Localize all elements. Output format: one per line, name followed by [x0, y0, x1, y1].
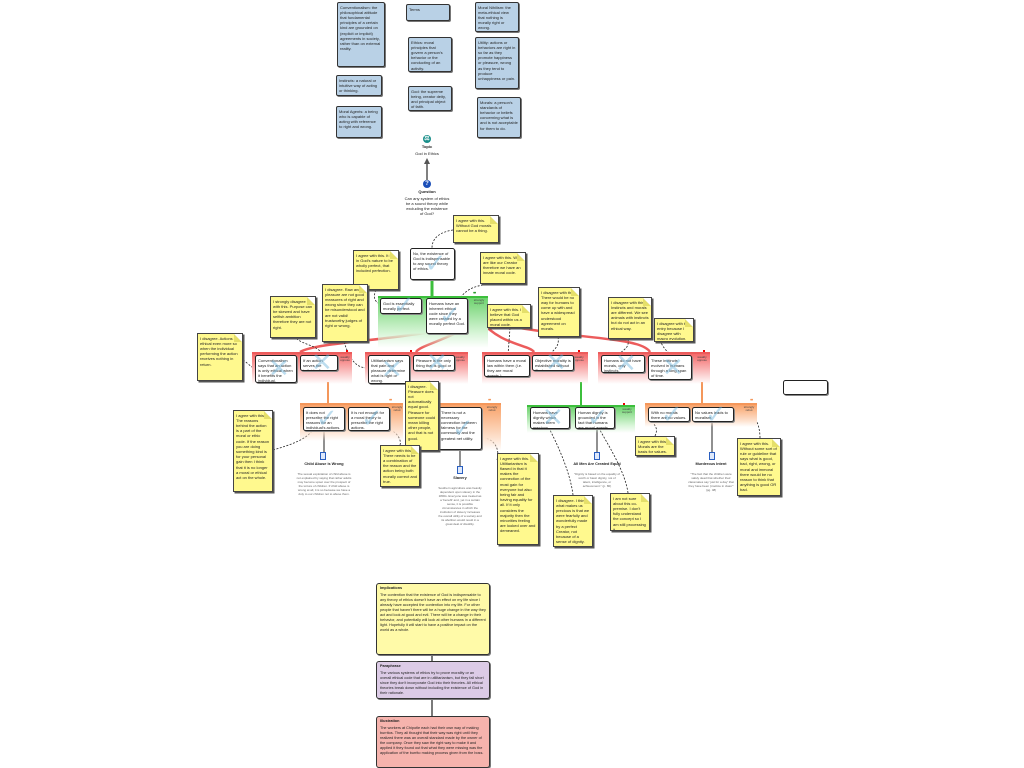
- claim-o2b[interactable]: Pleasure is the only thing that is good …: [413, 355, 455, 371]
- paraphrase-title: Paraphrase: [380, 664, 401, 668]
- claim-o1b[interactable]: If an action serves the individual's pur…: [300, 355, 338, 371]
- claim-p1b[interactable]: It is not enough for a moral theory to p…: [348, 407, 390, 431]
- support-dots-icon: ••: [473, 291, 476, 297]
- comment-note-n9[interactable]: I disagree with this entry because I dis…: [654, 318, 694, 342]
- comment-note-n5[interactable]: I disagree. Raw and pleasure are not goo…: [322, 284, 368, 342]
- group-strength-label: weakly oppose: [574, 355, 584, 363]
- claim-o3b[interactable]: Objective morality is established withou…: [532, 355, 574, 371]
- term-ethics[interactable]: Ethics: moral principles that govern a p…: [408, 37, 452, 72]
- term-terms-header[interactable]: Terms: [406, 4, 450, 21]
- question-label: Question: [418, 189, 436, 194]
- comment-note-n18[interactable]: I agree with this. Without some sort of …: [737, 438, 781, 496]
- evidence-pillar-icon: [709, 452, 715, 460]
- comment-note-n12[interactable]: I agree with this. The reasons behind th…: [233, 410, 273, 492]
- group-strength-label: strongly rebut: [391, 405, 403, 413]
- group-strength-label: strongly support: [473, 298, 485, 306]
- illustration-title: Illustration: [380, 719, 400, 723]
- comment-note-n15[interactable]: I disagree. I think what makes us precio…: [553, 495, 593, 547]
- evidence-text: Southern agriculture was heavily depende…: [438, 486, 482, 526]
- claim-o2a[interactable]: Utilitarianism says that pain and pleasu…: [368, 355, 410, 384]
- term-moral-agent[interactable]: Moral Agents: a being who is capable of …: [336, 106, 382, 138]
- term-conventionalism[interactable]: Conventionalism: the philosophical attit…: [337, 2, 385, 67]
- status-dot: [703, 350, 705, 352]
- claim-o3a[interactable]: Humans have a moral law within them (i.e…: [484, 355, 530, 377]
- illustration-text: The workers at Chipotle each had their o…: [380, 725, 484, 755]
- status-dot: [346, 350, 348, 352]
- term-moral-nihilism[interactable]: Moral Nihilism: the meta-ethical view th…: [475, 2, 519, 32]
- claim-r1b[interactable]: Humans have an inherent ethical code sin…: [426, 298, 468, 334]
- question-mark-icon: ?: [423, 180, 431, 188]
- claim-p3b[interactable]: No values leads to moralism.: [692, 407, 734, 422]
- comment-note-n8[interactable]: I disagree with this. Instincts and mora…: [608, 297, 652, 339]
- claim-o4a[interactable]: Humans do not have morals, only instinct…: [601, 355, 645, 373]
- comment-note-n13[interactable]: I agree with this. There needs to be a c…: [380, 445, 420, 487]
- group-strength-label: weakly oppose: [340, 355, 350, 363]
- term-god[interactable]: God: the supreme being, creator deity, a…: [408, 86, 452, 111]
- claim-p1a[interactable]: It does not prescribe the right reasons …: [303, 407, 345, 431]
- topic-icon: ⚖: [423, 135, 431, 143]
- empty-claim-box[interactable]: [783, 380, 828, 395]
- evidence-text: "Dignity is based on the equality of wor…: [574, 472, 620, 488]
- evidence-pillar-icon: [594, 452, 600, 460]
- claim-p2a[interactable]: There is not a necessary connection betw…: [438, 407, 482, 450]
- claim-o1a[interactable]: Conventionalism says that an action is o…: [255, 355, 297, 383]
- comment-note-n17[interactable]: I agree with this. Morals are the basis …: [635, 436, 675, 456]
- comment-note-n16[interactable]: I am not sure about this co-premise. I d…: [610, 493, 650, 531]
- evidence-text: "The fact that the children were safely …: [688, 472, 734, 492]
- evidence-pillar-icon: [320, 452, 326, 460]
- status-dot: [410, 350, 412, 352]
- term-instincts[interactable]: Instincts: a natural or intuitive way of…: [336, 75, 382, 96]
- comment-note-n11[interactable]: I disagree. Pleasure does not automatica…: [405, 381, 439, 451]
- comment-note-n1[interactable]: I agree with this. Without God morals ca…: [453, 215, 499, 243]
- evidence-title[interactable]: Murderous Intent: [695, 462, 727, 466]
- comment-note-n3[interactable]: I agree with this. We are like our Creat…: [480, 252, 526, 284]
- status-dot: [578, 350, 580, 352]
- group-strength-label: weakly oppose: [455, 355, 465, 363]
- group-strength-label: strongly rebut: [743, 405, 755, 413]
- claim-s1b[interactable]: Human dignity is grounded in the fact th…: [575, 407, 615, 429]
- evidence-title[interactable]: Child Abuse is Wrong: [304, 462, 344, 466]
- claim-o4b[interactable]: These instincts evolved in humans throug…: [648, 355, 692, 380]
- topic-label: Topic: [421, 144, 433, 149]
- implications-text: The contention that the existence of God…: [380, 592, 486, 632]
- comment-note-n10[interactable]: I disagree. Actions are ethical even mor…: [197, 333, 243, 381]
- rebut-dots-icon: ••: [389, 398, 392, 404]
- evidence-text: The sexual exploitation of child abuse i…: [296, 472, 352, 496]
- comment-note-n14[interactable]: I agree with this. Utilitarianism is fla…: [497, 453, 539, 545]
- evidence-title[interactable]: All Men Are Created Equal: [573, 462, 621, 466]
- claim-main[interactable]: No, the existence of God is indispensabl…: [410, 248, 455, 280]
- question-text[interactable]: Can any system of ethics be a sound theo…: [404, 196, 450, 216]
- topic-text[interactable]: God in Ethics: [415, 151, 439, 156]
- paraphrase-text: The various systems of ethics try to pro…: [380, 670, 484, 695]
- term-morals[interactable]: Morals: a person's standards of behavior…: [477, 97, 521, 138]
- claim-p3a[interactable]: With no morals there are no values.: [648, 407, 690, 422]
- comment-note-n7[interactable]: I disagree with this. There would be no …: [538, 287, 580, 337]
- claim-r1a[interactable]: God is essentially morally perfect.: [380, 298, 422, 314]
- claim-s1a[interactable]: Humans have dignity which makes them pre…: [530, 407, 570, 429]
- term-utility[interactable]: Utility: actions or behaviors are right …: [475, 37, 519, 89]
- group-strength-label: weakly oppose: [697, 355, 707, 363]
- evidence-pillar-icon: [457, 466, 463, 474]
- group-strength-label: strongly rebut: [486, 405, 498, 413]
- comment-note-n6[interactable]: I agree with this. I believe that God pl…: [487, 304, 531, 328]
- rebut-dots-icon: ••: [488, 398, 491, 404]
- group-strength-label: weakly support: [621, 407, 632, 415]
- evidence-title[interactable]: Slavery: [453, 476, 467, 480]
- rebut-dots-icon: ••: [750, 398, 753, 404]
- status-dot: [623, 403, 625, 405]
- comment-note-n2[interactable]: I agree with this. It is in God's nature…: [353, 250, 399, 290]
- comment-note-n4[interactable]: I strongly disagree with this. Purpose c…: [270, 296, 316, 338]
- implications-title: Implications: [380, 586, 403, 590]
